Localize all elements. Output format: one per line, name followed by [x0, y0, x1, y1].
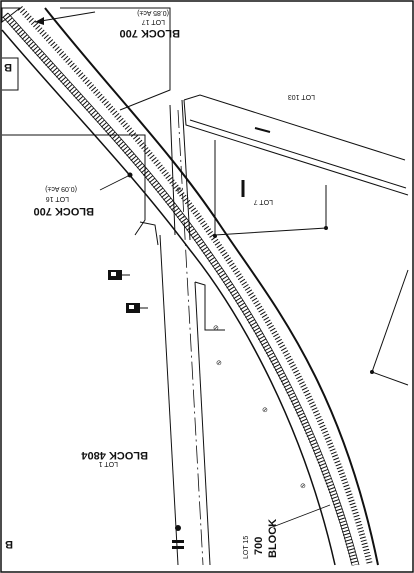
- road-edge-east: [194, 281, 211, 566]
- lot-16-notch: [139, 221, 159, 246]
- leader-lot-16: [99, 175, 129, 191]
- block-700-boundary: [2, 57, 19, 91]
- lot-16-label: LOT 16: [46, 195, 69, 202]
- railroad-rail-1: [2, 16, 353, 566]
- lot-16-acreage: (0.09 Ac±): [45, 185, 77, 192]
- track-symbol: ⊘: [262, 407, 268, 414]
- edge-label-b-left: B: [5, 538, 13, 550]
- block-700-number-bottom: 700: [253, 537, 265, 555]
- survey-point-icon: [127, 172, 133, 178]
- north-arrow-icon: [34, 11, 96, 25]
- lot-1-label: LOT 1: [99, 460, 118, 467]
- bench-mark-icon: [172, 525, 184, 549]
- block-700-label-mid: BLOCK 700: [33, 205, 94, 217]
- track-symbol: ⊘: [176, 187, 182, 194]
- survey-point-icon: [370, 370, 374, 374]
- railroad-track-icon: [2, 12, 359, 566]
- road-edge-north-2: [181, 99, 191, 241]
- road-edge-west: [159, 234, 179, 566]
- crossing-parcel: [194, 281, 225, 331]
- leader-lot-15: [269, 504, 331, 529]
- lot-7-boundary: [214, 140, 327, 236]
- block-700-label-top: BLOCK 700: [119, 27, 180, 39]
- lot-7-label: LOT 7: [254, 198, 273, 205]
- lot-15-label: LOT 15: [243, 536, 250, 559]
- block-700-lot-17-boundary: [1, 7, 171, 111]
- lot-103-road-line: [254, 127, 271, 133]
- railroad-track-2: [17, 5, 373, 566]
- right-of-way-west: [1, 29, 336, 566]
- lot-16-boundary: [2, 134, 146, 236]
- road-edge-north: [169, 104, 176, 236]
- lot-17-label: LOT 17: [142, 18, 165, 25]
- road-centerline: [177, 109, 204, 566]
- signal-marker-icon: [126, 303, 148, 313]
- lot-103-label: LOT 103: [288, 93, 315, 100]
- track-symbol: ⊘: [216, 360, 222, 367]
- railroad-rail-2: [7, 12, 360, 566]
- road-lot-103: [183, 94, 409, 196]
- track-symbol: ⊘: [213, 325, 219, 332]
- track-symbol: ⊘: [300, 483, 306, 490]
- signal-marker-icon: [108, 270, 130, 280]
- block-label-bottom: BLOCK: [267, 519, 279, 558]
- right-of-way-east: [44, 7, 379, 566]
- edge-label-b-top: B: [4, 61, 12, 73]
- block-4804-label: BLOCK 4804: [80, 449, 148, 461]
- lot-17-acreage: (0.85 Ac±): [137, 9, 169, 16]
- survey-point-icon: [324, 226, 328, 230]
